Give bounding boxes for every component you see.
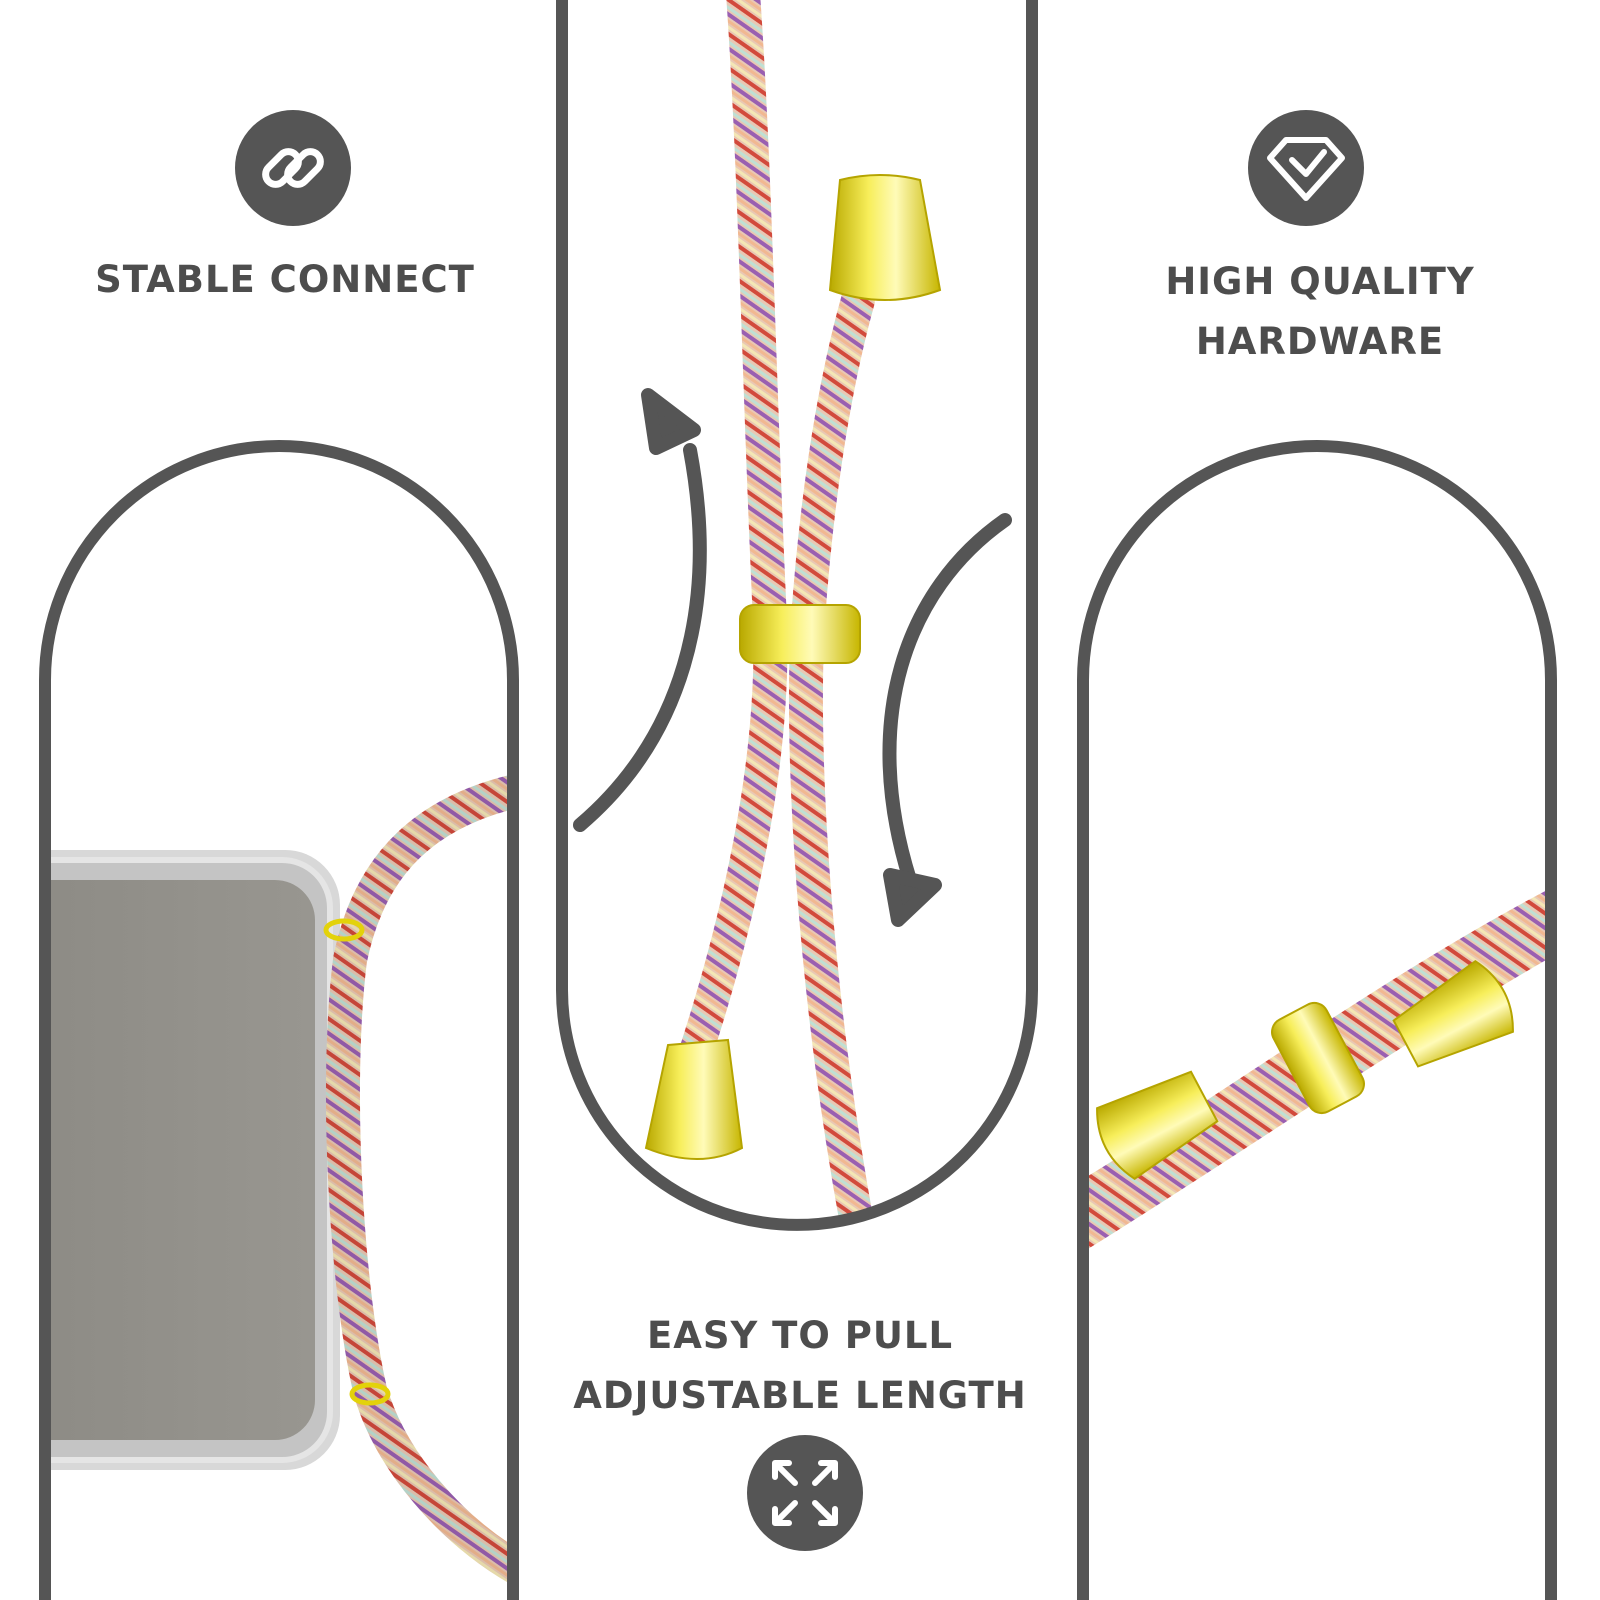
pull-up-arrow-icon [573, 388, 707, 832]
link-icon [235, 110, 351, 226]
right-frame [1077, 440, 1557, 1600]
caption-easy-to-pull: EASY TO PULL ADJUSTABLE LENGTH [540, 1306, 1060, 1426]
pull-down-arrow-icon [882, 513, 1012, 927]
adjustable-cord-photo [644, 0, 942, 1225]
left-panel [39, 440, 519, 1600]
phone-with-lanyard-photo [45, 773, 513, 1587]
middle-frame [556, 0, 1038, 1231]
caption-line: EASY TO PULL [646, 1314, 954, 1357]
caption-line: STABLE CONNECT [95, 258, 475, 301]
caption-stable-connect: STABLE CONNECT [80, 250, 490, 310]
caption-line: HARDWARE [1195, 320, 1445, 363]
caption-line: HIGH QUALITY [1165, 260, 1475, 303]
caption-line: ADJUSTABLE LENGTH [573, 1374, 1027, 1417]
right-panel [1077, 440, 1557, 1600]
left-frame [39, 440, 519, 1600]
middle-panel [556, 0, 1038, 1231]
caption-high-quality-hardware: HIGH QUALITY HARDWARE [1115, 252, 1525, 372]
diamond-check-icon [1248, 110, 1364, 226]
hardware-closeup-photo [1083, 875, 1551, 1263]
expand-arrows-icon [747, 1435, 863, 1551]
